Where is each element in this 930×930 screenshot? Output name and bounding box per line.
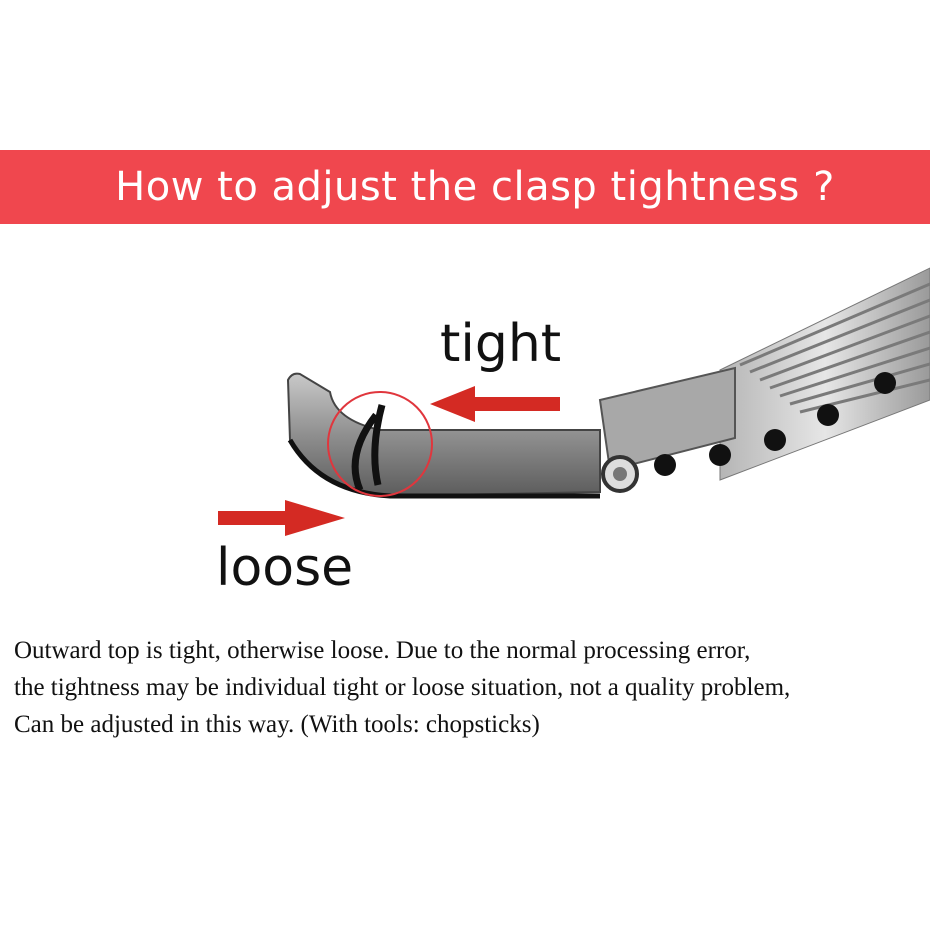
highlight-circle (327, 391, 433, 497)
roller-links (654, 372, 896, 476)
tight-label: tight (440, 314, 562, 374)
banner-title: How to adjust the clasp tightness ? (115, 164, 835, 210)
description-text: Outward top is tight, otherwise loose. D… (14, 632, 924, 743)
description-line: Can be adjusted in this way. (With tools… (14, 711, 540, 738)
clasp-illustration (218, 267, 930, 536)
hinge-block (598, 366, 736, 493)
tight-arrow (430, 386, 560, 422)
clasp-plate (286, 372, 601, 499)
mesh-band (719, 267, 930, 481)
description-line: the tightness may be individual tight or… (14, 674, 791, 701)
loose-arrow (218, 500, 345, 536)
clasp-hook (351, 404, 386, 492)
description-line: Outward top is tight, otherwise loose. D… (14, 637, 751, 664)
loose-label: loose (216, 538, 354, 598)
title-banner: How to adjust the clasp tightness ? (0, 150, 930, 224)
